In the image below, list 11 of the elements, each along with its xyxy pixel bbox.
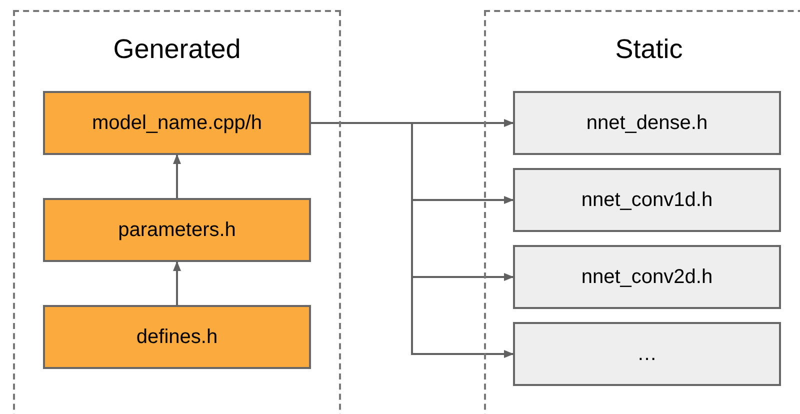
group-title: Generated xyxy=(112,34,242,65)
file-box: nnet_dense.h xyxy=(513,91,781,155)
group-title: Static xyxy=(614,34,684,65)
file-box: nnet_conv1d.h xyxy=(513,168,781,232)
file-box: defines.h xyxy=(43,305,311,369)
arrow xyxy=(173,261,181,305)
file-box: model_name.cpp/h xyxy=(43,91,311,155)
file-box: parameters.h xyxy=(43,198,311,262)
arrow xyxy=(173,154,181,198)
file-box: nnet_conv2d.h xyxy=(513,245,781,309)
file-box: … xyxy=(513,322,781,386)
